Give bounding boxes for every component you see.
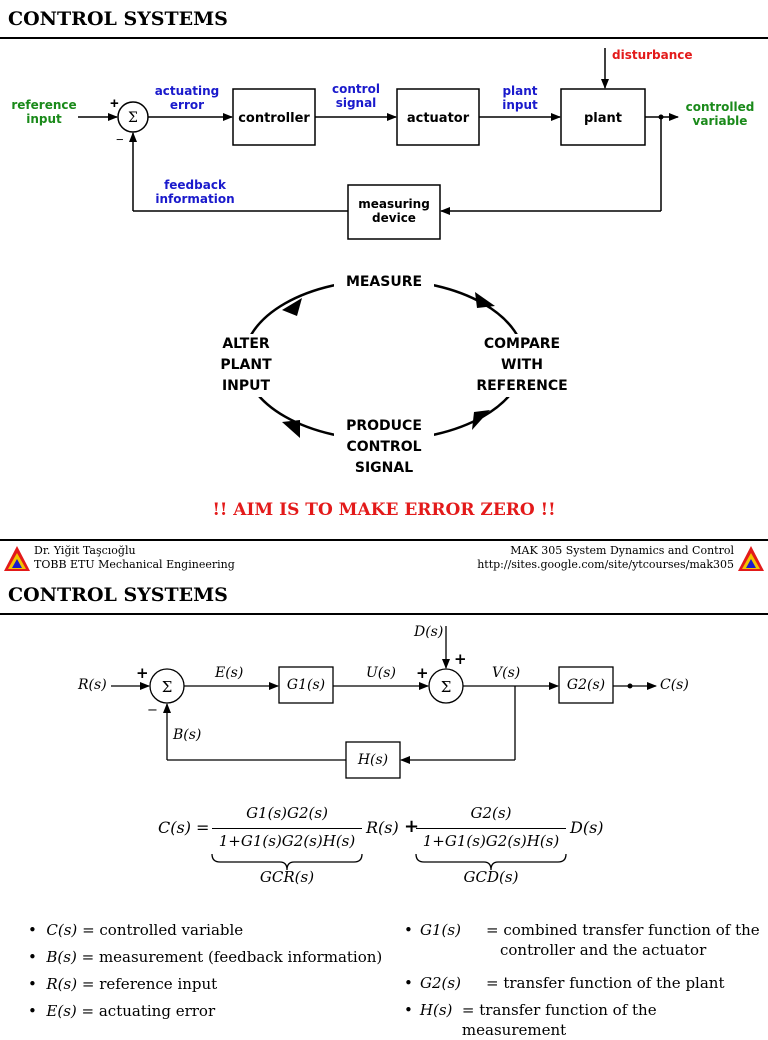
footer-rule [0, 539, 768, 541]
defs-left: • C(s) = controlled variable • B(s) = me… [28, 921, 383, 1020]
footer-dept: TOBB ETU Mechanical Engineering [34, 558, 235, 571]
aim-statement: !! AIM IS TO MAKE ERROR ZERO !! [212, 500, 556, 520]
footer-url: http://sites.google.com/site/ytcourses/m… [477, 558, 734, 571]
logo-left-icon [4, 546, 30, 571]
plus-sign: + [110, 95, 119, 112]
defs-right: •G1(s)= combined transfer function of th… [404, 921, 760, 1039]
svg-text:+: + [136, 664, 149, 682]
eq-fracbar1 [212, 828, 362, 829]
block-diagram-2: Σ + − Σ + + [111, 626, 657, 779]
svg-text:+: + [416, 664, 429, 682]
controller-label: controller [238, 111, 310, 126]
minus-sign: − [116, 132, 124, 147]
slide1-title: CONTROL SYSTEMS [8, 8, 228, 30]
svg-text:−: − [147, 703, 158, 718]
title-rule-2 [0, 613, 768, 615]
eq-gcr: GCR(s) [259, 868, 315, 886]
label-E: E(s) [215, 665, 244, 681]
cycle-arrow-4 [282, 420, 300, 438]
eq-den1: 1+G1(s)G2(s)H(s) [218, 832, 356, 850]
label-V: V(s) [492, 665, 521, 681]
eq-num2: G2(s) [470, 804, 512, 822]
controller-block [232, 88, 316, 146]
block-diagram-1: Σ + − controller actuator plant [78, 48, 679, 240]
label-B: B(s) [173, 727, 202, 743]
plant-block [560, 88, 646, 146]
label-R: R(s) [78, 677, 107, 693]
measuring-device-block [347, 184, 441, 240]
eq-lhs: C(s) = [158, 818, 210, 837]
label-D: D(s) [414, 624, 444, 640]
svg-text:+: + [454, 650, 467, 668]
label-H: H(s) [357, 752, 389, 768]
footer-left: Dr. Yiğit Taşcıoğlu TOBB ETU Mechanical … [34, 544, 235, 572]
eq-gcd: GCD(s) [463, 868, 519, 886]
label-G2: G2(s) [566, 677, 606, 693]
eq-num1: G1(s)G2(s) [246, 804, 328, 822]
label-C: C(s) [660, 677, 689, 693]
g1-block [278, 666, 334, 704]
g2-block [558, 666, 614, 704]
label-G1: G1(s) [286, 677, 326, 693]
eq-fracbar2 [416, 828, 566, 829]
disturbance-label: disturbance [612, 48, 693, 62]
sum-symbol-2a: Σ [162, 678, 173, 696]
cycle-arrow-2 [475, 292, 495, 308]
cycle-arrow-3 [472, 410, 490, 430]
cycle-measure: MEASURE [334, 274, 434, 290]
eq-mult1: R(s) [366, 818, 399, 837]
slide2-title: CONTROL SYSTEMS [8, 584, 228, 606]
eq-den2: 1+G1(s)G2(s)H(s) [422, 832, 560, 850]
footer-author: Dr. Yiğit Taşcıoğlu [34, 544, 136, 557]
eq-plus: + [404, 816, 420, 837]
eq-mult2: D(s) [570, 818, 604, 837]
footer-right: MAK 305 System Dynamics and Control http… [477, 544, 734, 572]
cycle-arrow-1 [282, 298, 302, 316]
label-U: U(s) [366, 665, 396, 681]
h-block [345, 741, 401, 779]
sum-symbol: Σ [128, 110, 138, 126]
actuator-label: actuator [407, 111, 470, 126]
plant-label: plant [584, 111, 622, 126]
logo-right-icon [738, 546, 764, 571]
underbraces [211, 853, 567, 871]
title-rule [0, 37, 768, 39]
actuator-block [396, 88, 480, 146]
footer-course: MAK 305 System Dynamics and Control [510, 544, 734, 557]
sum-symbol-2b: Σ [441, 678, 452, 696]
